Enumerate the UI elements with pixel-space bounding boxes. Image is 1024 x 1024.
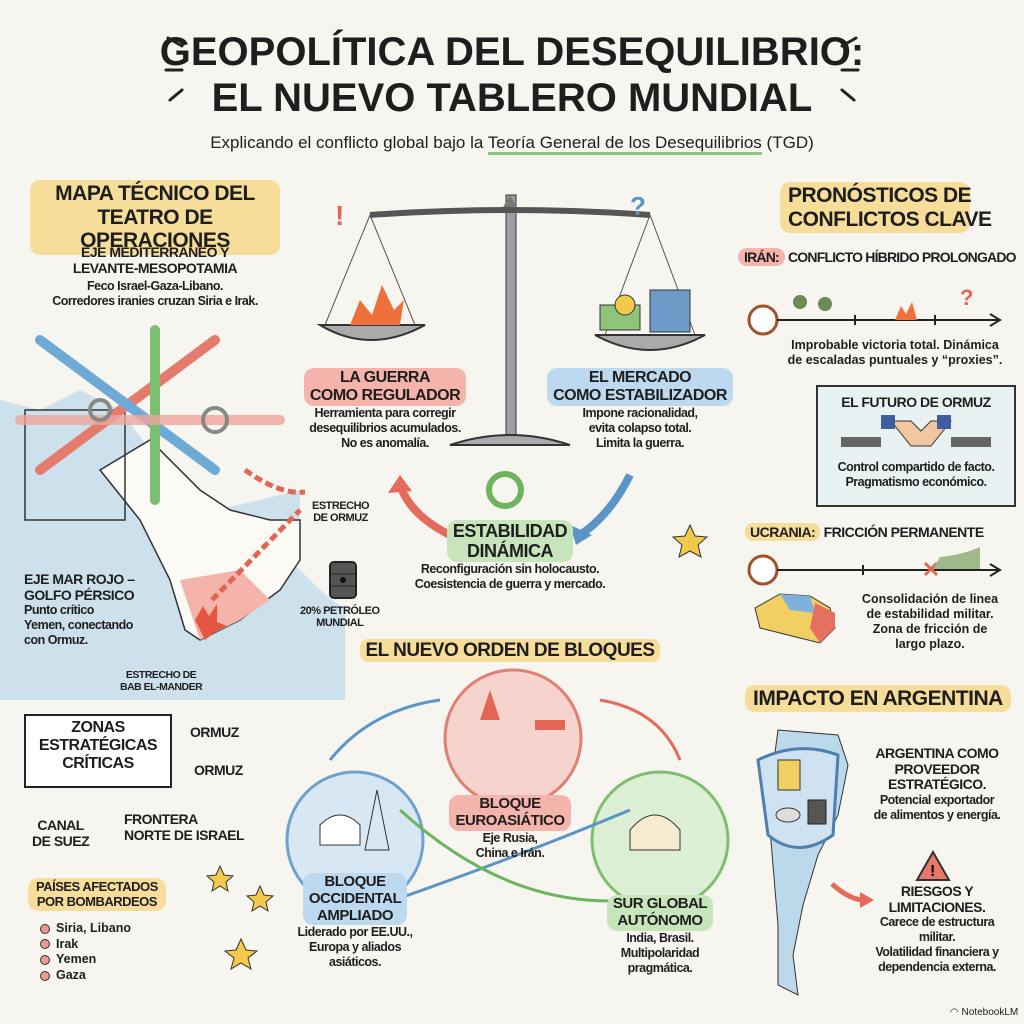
svg-text:!: ! xyxy=(335,200,344,231)
oil-barrel-icon xyxy=(329,561,357,599)
cow-icon xyxy=(775,807,801,823)
ukraine-map xyxy=(754,593,836,644)
title-line-1: GEOPOLÍTICA DEL DESEQUILIBRIO: xyxy=(159,30,865,74)
risk-arrow xyxy=(830,882,874,908)
explosion-icon xyxy=(895,302,917,320)
eje-mar-rojo: EJE MAR ROJO –GOLFO PÉRSICO Punto crític… xyxy=(24,571,135,648)
svg-text:?: ? xyxy=(630,191,646,221)
subtitle: Explicando el conflicto global bajo la T… xyxy=(0,133,1024,155)
list-item: Yemen xyxy=(40,952,131,968)
title-line-2: EL NUEVO TABLERO MUNDIAL xyxy=(211,76,813,120)
list-item: Irak xyxy=(40,937,131,953)
euro-bloc-circle xyxy=(443,668,583,808)
cycle-icon xyxy=(486,471,524,509)
cross-icon xyxy=(923,561,939,577)
energy-icon xyxy=(777,759,801,791)
ucrania-heading: UCRANIA: FRICCIÓN PERMANENTE xyxy=(745,523,984,541)
svg-text:?: ? xyxy=(960,285,973,310)
argentina-map xyxy=(756,729,849,996)
gear-icon xyxy=(201,406,229,434)
futuro-ormuz-box: EL FUTURO DE ORMUZ Control compartido de… xyxy=(816,385,1016,507)
title-spark-decoration xyxy=(164,36,860,102)
oil-barrel-icon xyxy=(807,799,827,825)
star-icon xyxy=(671,523,709,558)
warning-icon: ! xyxy=(915,850,951,881)
list-item: Gaza xyxy=(40,968,131,984)
argentina-heading: IMPACTO EN ARGENTINA xyxy=(745,685,1011,712)
cycle-arrows xyxy=(388,471,634,545)
subtitle-prefix: Explicando el conflicto global bajo la xyxy=(210,133,484,152)
middle-east-map xyxy=(0,325,345,700)
zona-ormuz-1: ORMUZ xyxy=(190,724,239,740)
balance-scale-illustration: ! ? xyxy=(316,191,706,446)
subtitle-suffix: (TGD) xyxy=(766,133,814,152)
handshake-ships-icon xyxy=(841,414,991,447)
svg-text:!: ! xyxy=(930,863,935,880)
explosion-icon xyxy=(195,604,227,640)
list-item: Siria, Libano xyxy=(40,921,131,937)
bloques-heading: EL NUEVO ORDEN DE BLOQUES xyxy=(360,639,660,662)
stopwatch-icon xyxy=(747,304,779,336)
notebooklm-brand: ◠ NotebookLM xyxy=(950,1007,1019,1018)
subtitle-highlight: Teoría General de los Desequilibrios xyxy=(487,133,762,155)
stopwatch-icon xyxy=(747,554,779,586)
gear-icon xyxy=(88,398,112,422)
soldier-icon xyxy=(818,297,832,311)
ucrania-timeline xyxy=(747,547,1002,586)
zona-ormuz-2: ORMUZ xyxy=(194,762,243,778)
iran-heading: IRÁN: CONFLICTO HÍBRIDO PROLONGADO xyxy=(738,248,1017,266)
iran-timeline: ? xyxy=(747,285,1002,336)
star-icons xyxy=(205,864,275,971)
